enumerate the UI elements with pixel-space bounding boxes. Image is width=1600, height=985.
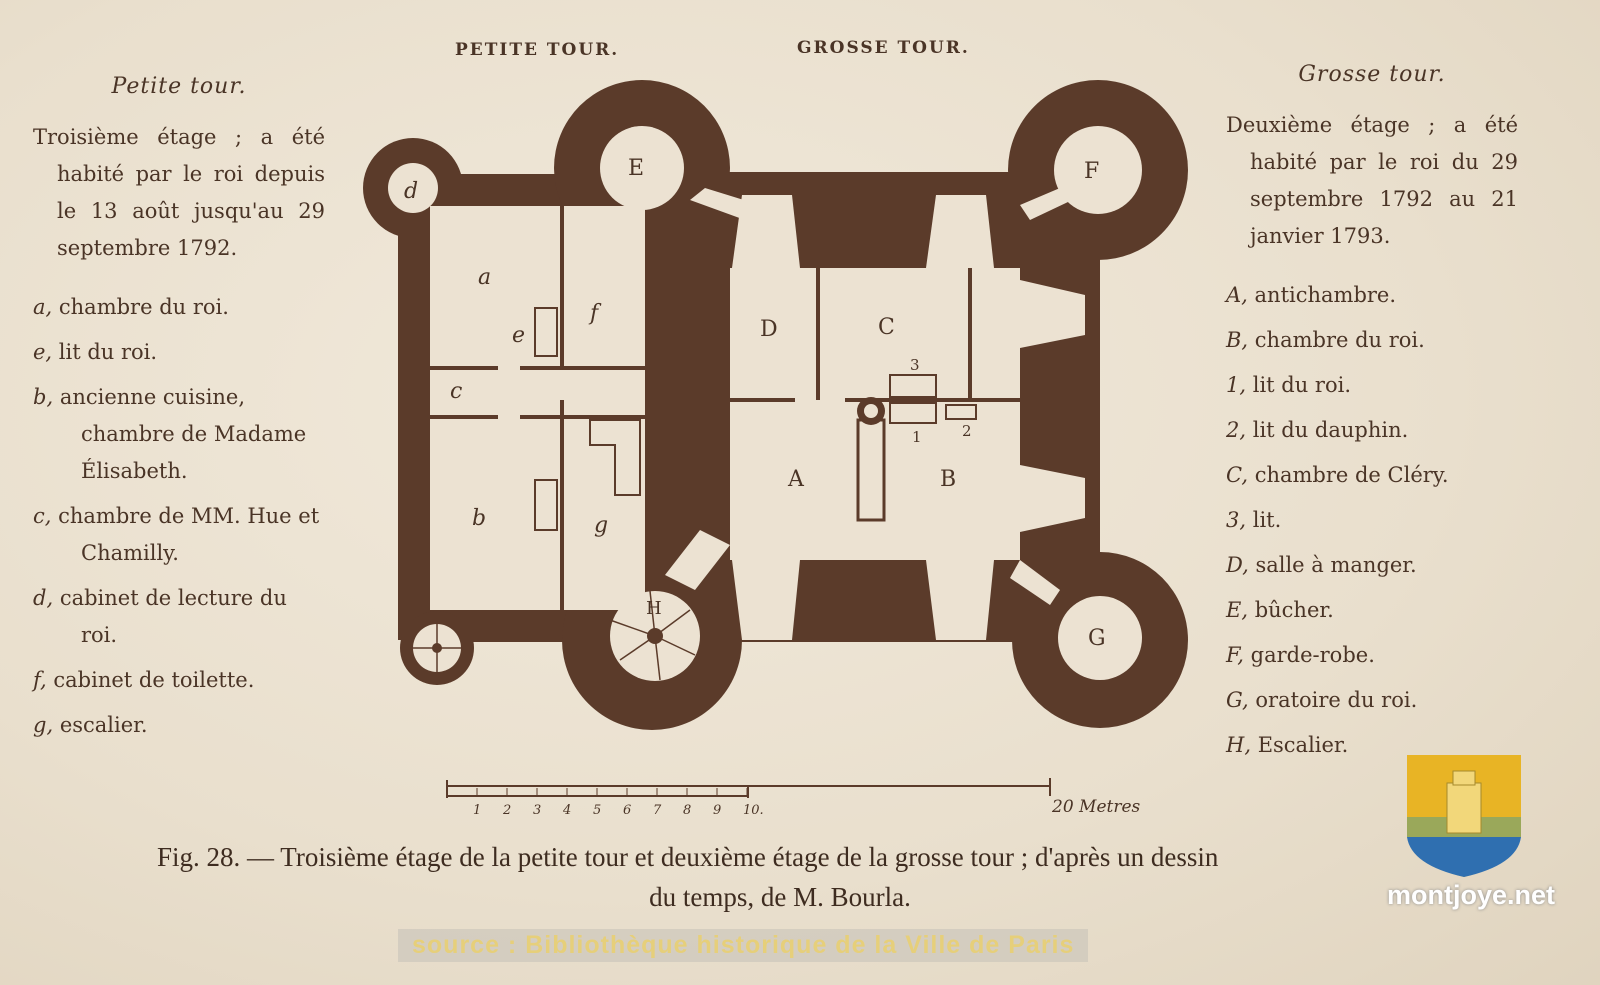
legend-text: cabinet de toilette. bbox=[53, 668, 255, 692]
legend-item: D, salle à manger. bbox=[1226, 547, 1518, 584]
wall-west bbox=[398, 190, 430, 640]
legend-key: f, bbox=[33, 668, 47, 692]
legend-text: lit du dauphin. bbox=[1252, 418, 1409, 442]
plan-label-3: 3 bbox=[910, 356, 920, 374]
legend-key: b, bbox=[33, 385, 54, 409]
legend-item: a, chambre du roi. bbox=[33, 289, 325, 326]
legend-text: lit du roi. bbox=[58, 340, 158, 364]
legend-text: oratoire du roi. bbox=[1255, 688, 1418, 712]
legend-item: F, garde-robe. bbox=[1226, 637, 1518, 674]
legend-text: chambre de Cléry. bbox=[1254, 463, 1449, 487]
legend-text: ancienne cuisine, chambre de Madame Élis… bbox=[59, 385, 307, 483]
legend-key: B, bbox=[1226, 328, 1249, 352]
scale-tick-label: 9 bbox=[713, 803, 721, 818]
plan-title-petite: PETITE TOUR. bbox=[455, 40, 620, 60]
legend-key: e, bbox=[33, 340, 53, 364]
legend-key: G, bbox=[1226, 688, 1249, 712]
scale-tick-label: 6 bbox=[623, 803, 631, 818]
legend-key: g, bbox=[33, 713, 54, 737]
legend-item: B, chambre du roi. bbox=[1226, 322, 1518, 359]
plan-label-b: b bbox=[472, 506, 486, 531]
legend-text: lit. bbox=[1252, 508, 1282, 532]
legend-text: Escalier. bbox=[1257, 733, 1349, 757]
legend-text: chambre de MM. Hue et Chamilly. bbox=[58, 504, 320, 565]
scale-tick-label: 4 bbox=[562, 803, 571, 818]
legend-key: d, bbox=[33, 586, 54, 610]
legend-key: D, bbox=[1226, 553, 1249, 577]
watermark-montjoye: montjoye.net bbox=[1387, 880, 1556, 910]
plan-label-A: A bbox=[787, 467, 805, 492]
legend-intro: Deuxième étage ; a été habité par le roi… bbox=[1226, 113, 1518, 248]
legend-key: c, bbox=[33, 504, 52, 528]
figure-caption-line2: du temps, de M. Bourla. bbox=[649, 882, 911, 912]
legend-key: C, bbox=[1226, 463, 1248, 487]
legend-heading: Petite tour. bbox=[111, 74, 247, 99]
plan-label-a: a bbox=[478, 265, 491, 290]
legend-heading: Grosse tour. bbox=[1298, 62, 1446, 87]
legend-item: b, ancienne cuisine, chambre de Madame É… bbox=[33, 379, 325, 490]
legend-key: F, bbox=[1226, 643, 1244, 667]
legend-item: H, Escalier. bbox=[1226, 727, 1518, 764]
legend-text: chambre du roi. bbox=[1254, 328, 1425, 352]
plan-label-B: B bbox=[940, 467, 956, 492]
scale-tick-label: 7 bbox=[653, 803, 662, 818]
source-credit: source : Bibliothèque historique de la V… bbox=[398, 929, 1089, 962]
montjoye-coat-of-arms-logo bbox=[1407, 755, 1521, 877]
legend-key: a, bbox=[33, 295, 53, 319]
legend-text: lit du roi. bbox=[1252, 373, 1351, 397]
legend-text: bûcher. bbox=[1254, 598, 1334, 622]
legend-text: antichambre. bbox=[1254, 283, 1397, 307]
legend-item: 3, lit. bbox=[1226, 502, 1518, 539]
plan-label-E: E bbox=[628, 156, 644, 181]
legend-key: H, bbox=[1226, 733, 1251, 757]
legend-key: 1, bbox=[1226, 373, 1247, 397]
legend-text: escalier. bbox=[59, 713, 148, 737]
legend-key: 2, bbox=[1226, 418, 1247, 442]
scale-tick-label: 10. bbox=[743, 803, 764, 818]
plan-label-d: d bbox=[404, 179, 418, 204]
figure-caption-line1: Fig. 28. — Troisième étage de la petite … bbox=[157, 842, 1219, 872]
plan-label-c: c bbox=[450, 379, 462, 404]
legend-text: salle à manger. bbox=[1255, 553, 1417, 577]
plan-label-G: G bbox=[1088, 626, 1106, 651]
legend-item: 1, lit du roi. bbox=[1226, 367, 1518, 404]
legend-item: g, escalier. bbox=[33, 707, 325, 744]
legend-item: e, lit du roi. bbox=[33, 334, 325, 371]
plan-label-2: 2 bbox=[962, 422, 972, 440]
legend-item: C, chambre de Cléry. bbox=[1226, 457, 1518, 494]
legend-key: 3, bbox=[1226, 508, 1247, 532]
plan-label-H: H bbox=[646, 598, 662, 619]
legend-grosse-tour: Grosse tour. Deuxième étage ; a été habi… bbox=[1226, 56, 1518, 764]
scale-tick-label: 3 bbox=[533, 803, 541, 818]
legend-intro: Troisième étage ; a été habité par le ro… bbox=[33, 125, 325, 260]
plan-label-1: 1 bbox=[912, 428, 922, 446]
scale-tick-label: 5 bbox=[593, 803, 601, 818]
scale-tick-label: 2 bbox=[502, 803, 511, 818]
plan-label-e: e bbox=[512, 323, 525, 348]
legend-key: E, bbox=[1226, 598, 1249, 622]
plan-label-C: C bbox=[878, 315, 895, 340]
plan-label-D: D bbox=[760, 317, 778, 342]
legend-item: G, oratoire du roi. bbox=[1226, 682, 1518, 719]
legend-text: chambre du roi. bbox=[58, 295, 229, 319]
legend-key: A, bbox=[1226, 283, 1248, 307]
scale-tick-label: 8 bbox=[683, 803, 691, 818]
legend-item: f, cabinet de toilette. bbox=[33, 662, 325, 699]
legend-item: 2, lit du dauphin. bbox=[1226, 412, 1518, 449]
legend-item: c, chambre de MM. Hue et Chamilly. bbox=[33, 498, 325, 572]
plan-title-grosse: GROSSE TOUR. bbox=[797, 38, 970, 58]
legend-text: cabinet de lecture du roi. bbox=[59, 586, 287, 647]
legend-item: A, antichambre. bbox=[1226, 277, 1518, 314]
legend-item: E, bûcher. bbox=[1226, 592, 1518, 629]
legend-text: garde-robe. bbox=[1250, 643, 1375, 667]
scale-tick-label: 1 bbox=[473, 803, 481, 818]
legend-item: d, cabinet de lecture du roi. bbox=[33, 580, 325, 654]
scale-end-label: 20 Metres bbox=[1051, 797, 1141, 817]
plan-label-F: F bbox=[1084, 159, 1099, 184]
legend-petite-tour: Petite tour. Troisième étage ; a été hab… bbox=[33, 68, 325, 744]
plan-label-g: g bbox=[594, 513, 608, 538]
